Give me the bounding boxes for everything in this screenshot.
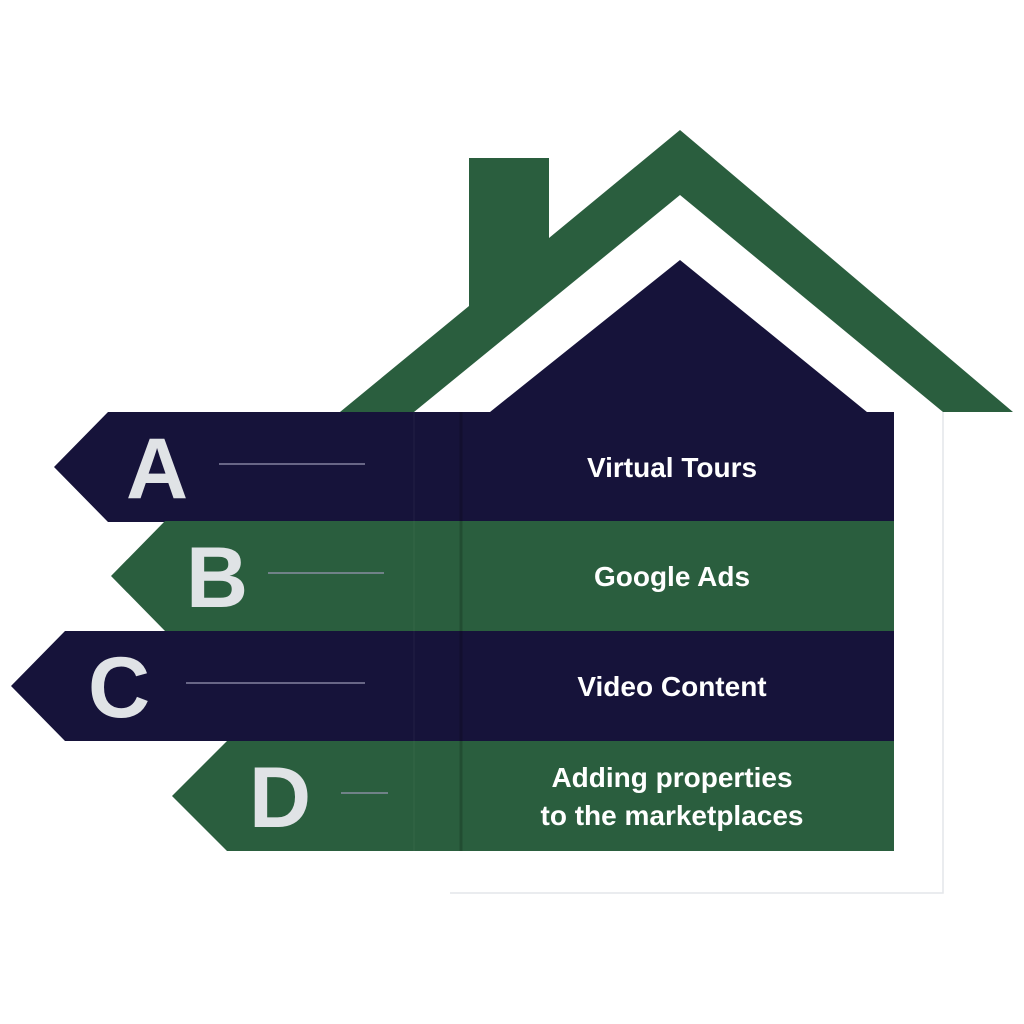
- house-wall-outline: [450, 412, 944, 894]
- band-label: Adding properties: [551, 762, 792, 793]
- band-arrow: [172, 741, 894, 851]
- band-letter: D: [249, 750, 311, 846]
- band-arrow: [111, 521, 894, 631]
- band-letter: B: [186, 530, 248, 626]
- band-d: D Adding properties to the marketplaces: [172, 741, 894, 851]
- band-arrow: [11, 631, 894, 741]
- roof: [340, 130, 1013, 412]
- band-letter: A: [126, 421, 188, 517]
- band-letter: C: [88, 640, 150, 736]
- band-label: Virtual Tours: [587, 452, 757, 483]
- band-c: C Video Content: [11, 631, 894, 741]
- band-arrow: [54, 412, 894, 522]
- band-a: A Virtual Tours: [54, 412, 894, 522]
- band-label: Video Content: [577, 671, 766, 702]
- house-gable: [460, 260, 894, 440]
- band-label: to the marketplaces: [541, 800, 804, 831]
- band-label: Google Ads: [594, 561, 750, 592]
- band-b: B Google Ads: [111, 521, 894, 631]
